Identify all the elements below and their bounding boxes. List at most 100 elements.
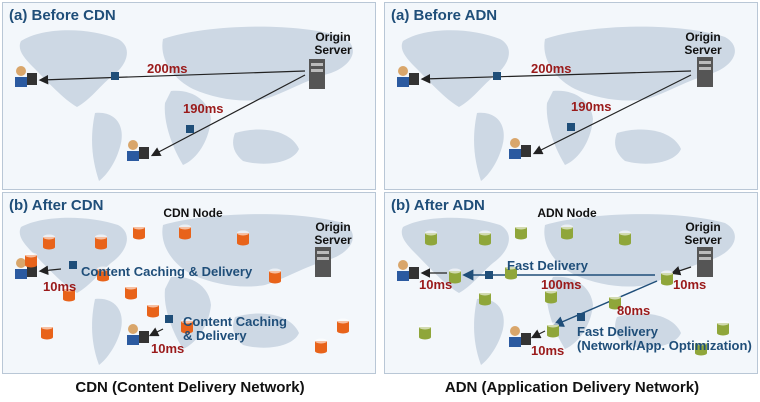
origin-label-line2: Server [684,233,722,247]
arrows-layer [15,59,325,161]
node-icon [515,224,527,240]
packet-icon [493,72,501,80]
origin-server-label: Origin Server [673,221,733,247]
panel-title: (a) Before CDN [9,7,116,24]
packet-icon [69,261,77,269]
node-icon [619,230,631,246]
user-icon [16,258,26,268]
node-icon [43,234,55,250]
fast-delivery-label: Fast Delivery [507,258,588,273]
node-icon [179,224,191,240]
node-label: CDN Node [163,206,223,220]
node-icon [269,268,281,284]
user-icon [510,326,520,336]
node-icon [237,230,249,246]
arrow-to-bottom-user [532,74,692,155]
origin-label-line1: Origin [685,30,721,44]
node-icon [425,230,437,246]
latency-label: 190ms [183,101,224,116]
latency-label: 10ms [151,341,185,356]
latency-label: 80ms [617,303,651,318]
node-icon [695,340,707,356]
origin-server-label: Origin Server [303,31,363,57]
origin-label-line2: Server [684,43,722,57]
arrow-to-bottom-user [148,327,164,337]
caching-label-line2: & Delivery [183,328,247,343]
panel-title: (a) Before ADN [391,7,498,24]
user-icon [398,66,408,76]
panel-after-cdn: (b) After CDN CDN Node Origin Server Con… [2,192,376,374]
fast-delivery-label-2: Fast Delivery (Network/App. Optimization… [577,325,752,353]
origin-server-label: Origin Server [303,221,363,247]
node-icon [561,224,573,240]
caching-label: Content Caching & Delivery [81,264,253,279]
node-icon [661,270,673,286]
node-icon [547,322,559,338]
panel-title: (b) After CDN [9,197,104,214]
adn-nodes-layer [397,224,729,356]
latency-label: 100ms [541,277,582,292]
node-icon [545,288,557,304]
node-icon [147,302,159,318]
arrow-to-bottom-user [150,74,306,157]
latency-label: 200ms [531,61,572,76]
node-icon [95,234,107,250]
server-icon [309,59,325,89]
latency-label: 10ms [43,279,77,294]
panel-before-cdn: (a) Before CDN Origin Server 200ms 190ms [2,2,376,190]
server-icon [697,247,713,277]
node-icon [479,230,491,246]
origin-label-line1: Origin [315,30,351,44]
arrow-to-bottom-user [530,329,546,339]
node-icon [717,320,729,336]
latency-label: 10ms [419,277,453,292]
user-icon [16,66,26,76]
packet-icon [577,313,585,321]
user-icon [128,324,138,334]
packet-icon [165,315,173,323]
panel-after-adn: (b) After ADN ADN Node Origin Server Fas… [384,192,758,374]
arrow-to-left-user [38,265,62,276]
server-to-node-arrow [670,266,692,276]
node-label: ADN Node [537,206,597,220]
latency-label: 10ms [531,343,565,358]
world-map [401,26,735,181]
origin-label-line2: Server [314,233,352,247]
node-icon [449,268,461,284]
latency-label: 10ms [673,277,707,292]
node-icon [315,338,327,354]
latency-label: 200ms [147,61,188,76]
user-icon [398,260,408,270]
arrows-layer [397,57,713,159]
origin-label-line2: Server [314,43,352,57]
server-icon [697,57,713,87]
node-icon [97,266,109,282]
world-map [19,26,353,181]
caption-cdn: CDN (Content Delivery Network) [75,379,305,396]
node-icon [479,290,491,306]
node-icon [505,264,517,280]
latency-label: 190ms [571,99,612,114]
cdn-nodes-layer [15,224,349,354]
origin-label-line1: Origin [315,220,351,234]
caching-label-2: Content Caching & Delivery [183,315,287,343]
packet-icon [186,125,194,133]
node-icon [125,284,137,300]
packet-icon [567,123,575,131]
caching-label-line1: Content Caching [183,314,287,329]
node-icon [41,324,53,340]
fast-delivery-line2: (Network/App. Optimization) [577,338,752,353]
node-icon [419,324,431,340]
node-icon [25,252,37,268]
node-icon [133,224,145,240]
node-icon [63,286,75,302]
node-icon [337,318,349,334]
panel-title: (b) After ADN [391,197,485,214]
origin-label-line1: Origin [685,220,721,234]
user-icon [510,138,520,148]
user-icon [128,140,138,150]
arrow-to-left-user [38,70,306,85]
packet-icon [111,72,119,80]
packet-icon [485,271,493,279]
server-icon [315,247,331,277]
